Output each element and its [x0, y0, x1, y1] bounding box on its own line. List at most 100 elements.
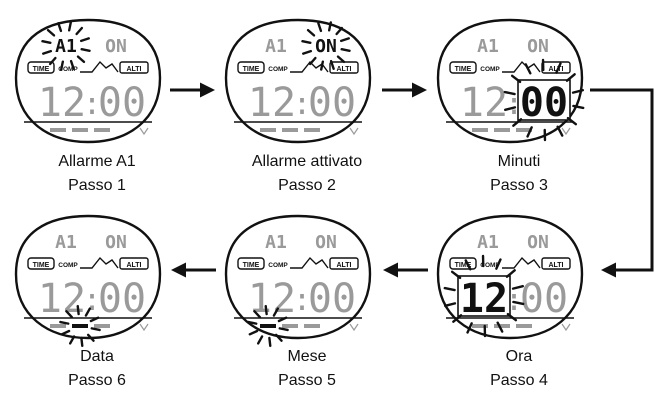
date-segment: [282, 324, 298, 328]
flash-ray: [302, 41, 310, 43]
flash-ray: [266, 306, 267, 314]
minutes-digits: 00: [520, 80, 568, 126]
alarm-id-label: A1: [55, 232, 77, 253]
small-mark-icon: [562, 128, 570, 134]
hours-digits: 12: [38, 80, 86, 126]
flash-ray: [60, 322, 68, 324]
flash-ray: [42, 41, 50, 43]
minutes-digits: 00: [308, 276, 356, 322]
flash-ray: [92, 328, 100, 330]
minutes-digits: 00: [520, 276, 568, 322]
alti-tag: ALTI: [336, 262, 351, 269]
small-mark-icon: [350, 324, 358, 330]
date-segment: [472, 128, 488, 132]
date-segment: [50, 324, 66, 328]
flash-ray: [82, 49, 90, 51]
comp-tag: COMP: [268, 66, 288, 73]
date-segment: [260, 324, 276, 328]
hours-digits: 12: [248, 80, 296, 126]
small-mark-icon: [562, 324, 570, 330]
alarm-id-label: A1: [477, 36, 499, 57]
flash-ray: [321, 62, 323, 70]
alarm-state-label: ON: [527, 232, 549, 253]
step-title: Allarme attivato: [232, 150, 382, 174]
small-mark-icon: [140, 128, 148, 134]
step-number: Passo 3: [444, 174, 594, 198]
minutes-digits: 00: [98, 276, 146, 322]
date-segment: [94, 324, 110, 328]
step-number: Passo 6: [22, 369, 172, 393]
date-segment: [260, 128, 276, 132]
flash-ray: [329, 22, 331, 30]
time-tag: TIME: [243, 66, 260, 73]
time-tag: TIME: [33, 262, 50, 269]
hours-digits: 12: [248, 276, 296, 322]
arrow-step-3-to-4: [590, 90, 652, 270]
date-segment: [494, 324, 510, 328]
alti-tag: ALTI: [126, 66, 141, 73]
alarm-state-label: ON: [105, 232, 127, 253]
caption-step-1: Allarme A1 Passo 1: [22, 150, 172, 198]
alarm-state-label: ON: [105, 36, 127, 57]
step-title: Data: [22, 345, 172, 369]
alarm-id-label: A1: [477, 232, 499, 253]
date-segment: [494, 128, 510, 132]
date-segment: [516, 324, 532, 328]
flash-ray: [568, 118, 576, 124]
step-title: Minuti: [444, 150, 594, 174]
caption-step-5: Mese Passo 5: [232, 345, 382, 393]
step-number: Passo 1: [22, 174, 172, 198]
alti-tag: ALTI: [126, 262, 141, 269]
hours-digits: 12: [460, 276, 508, 322]
flash-ray: [248, 322, 256, 324]
flash-ray: [69, 22, 71, 30]
comp-tag: COMP: [268, 262, 288, 269]
hours-digits: 12: [460, 80, 508, 126]
small-mark-icon: [350, 128, 358, 134]
time-tag: TIME: [455, 66, 472, 73]
flash-ray: [78, 306, 79, 314]
minutes-digits: 00: [98, 80, 146, 126]
alarm-state-label: ON: [527, 36, 549, 57]
comp-tag: COMP: [480, 66, 500, 73]
step-title: Ora: [444, 345, 594, 369]
step-title: Mese: [232, 345, 382, 369]
alarm-id-label: A1: [265, 232, 287, 253]
caption-step-4: Ora Passo 4: [444, 345, 594, 393]
flash-ray: [258, 336, 262, 343]
date-segment: [304, 128, 320, 132]
alarm-state-label: ON: [315, 232, 337, 253]
small-mark-icon: [140, 324, 148, 330]
alarm-state-label: ON: [315, 36, 337, 57]
step-number: Passo 2: [232, 174, 382, 198]
minutes-digits: 00: [308, 80, 356, 126]
step-number: Passo 5: [232, 369, 382, 393]
alarm-id-label: A1: [55, 36, 77, 57]
comp-tag: COMP: [58, 262, 78, 269]
alarm-id-label: A1: [265, 36, 287, 57]
alti-tag: ALTI: [548, 262, 563, 269]
step-title: Allarme A1: [22, 150, 172, 174]
date-segment: [72, 324, 88, 328]
flash-ray: [61, 62, 63, 70]
flash-ray: [250, 331, 257, 334]
date-segment: [94, 128, 110, 132]
date-segment: [50, 128, 66, 132]
time-tag: TIME: [243, 262, 260, 269]
flash-ray: [280, 328, 288, 330]
flash-ray: [342, 49, 350, 51]
caption-step-3: Minuti Passo 3: [444, 150, 594, 198]
date-segment: [304, 324, 320, 328]
step-number: Passo 4: [444, 369, 594, 393]
caption-step-6: Data Passo 6: [22, 345, 172, 393]
time-tag: TIME: [33, 66, 50, 73]
date-segment: [72, 128, 88, 132]
